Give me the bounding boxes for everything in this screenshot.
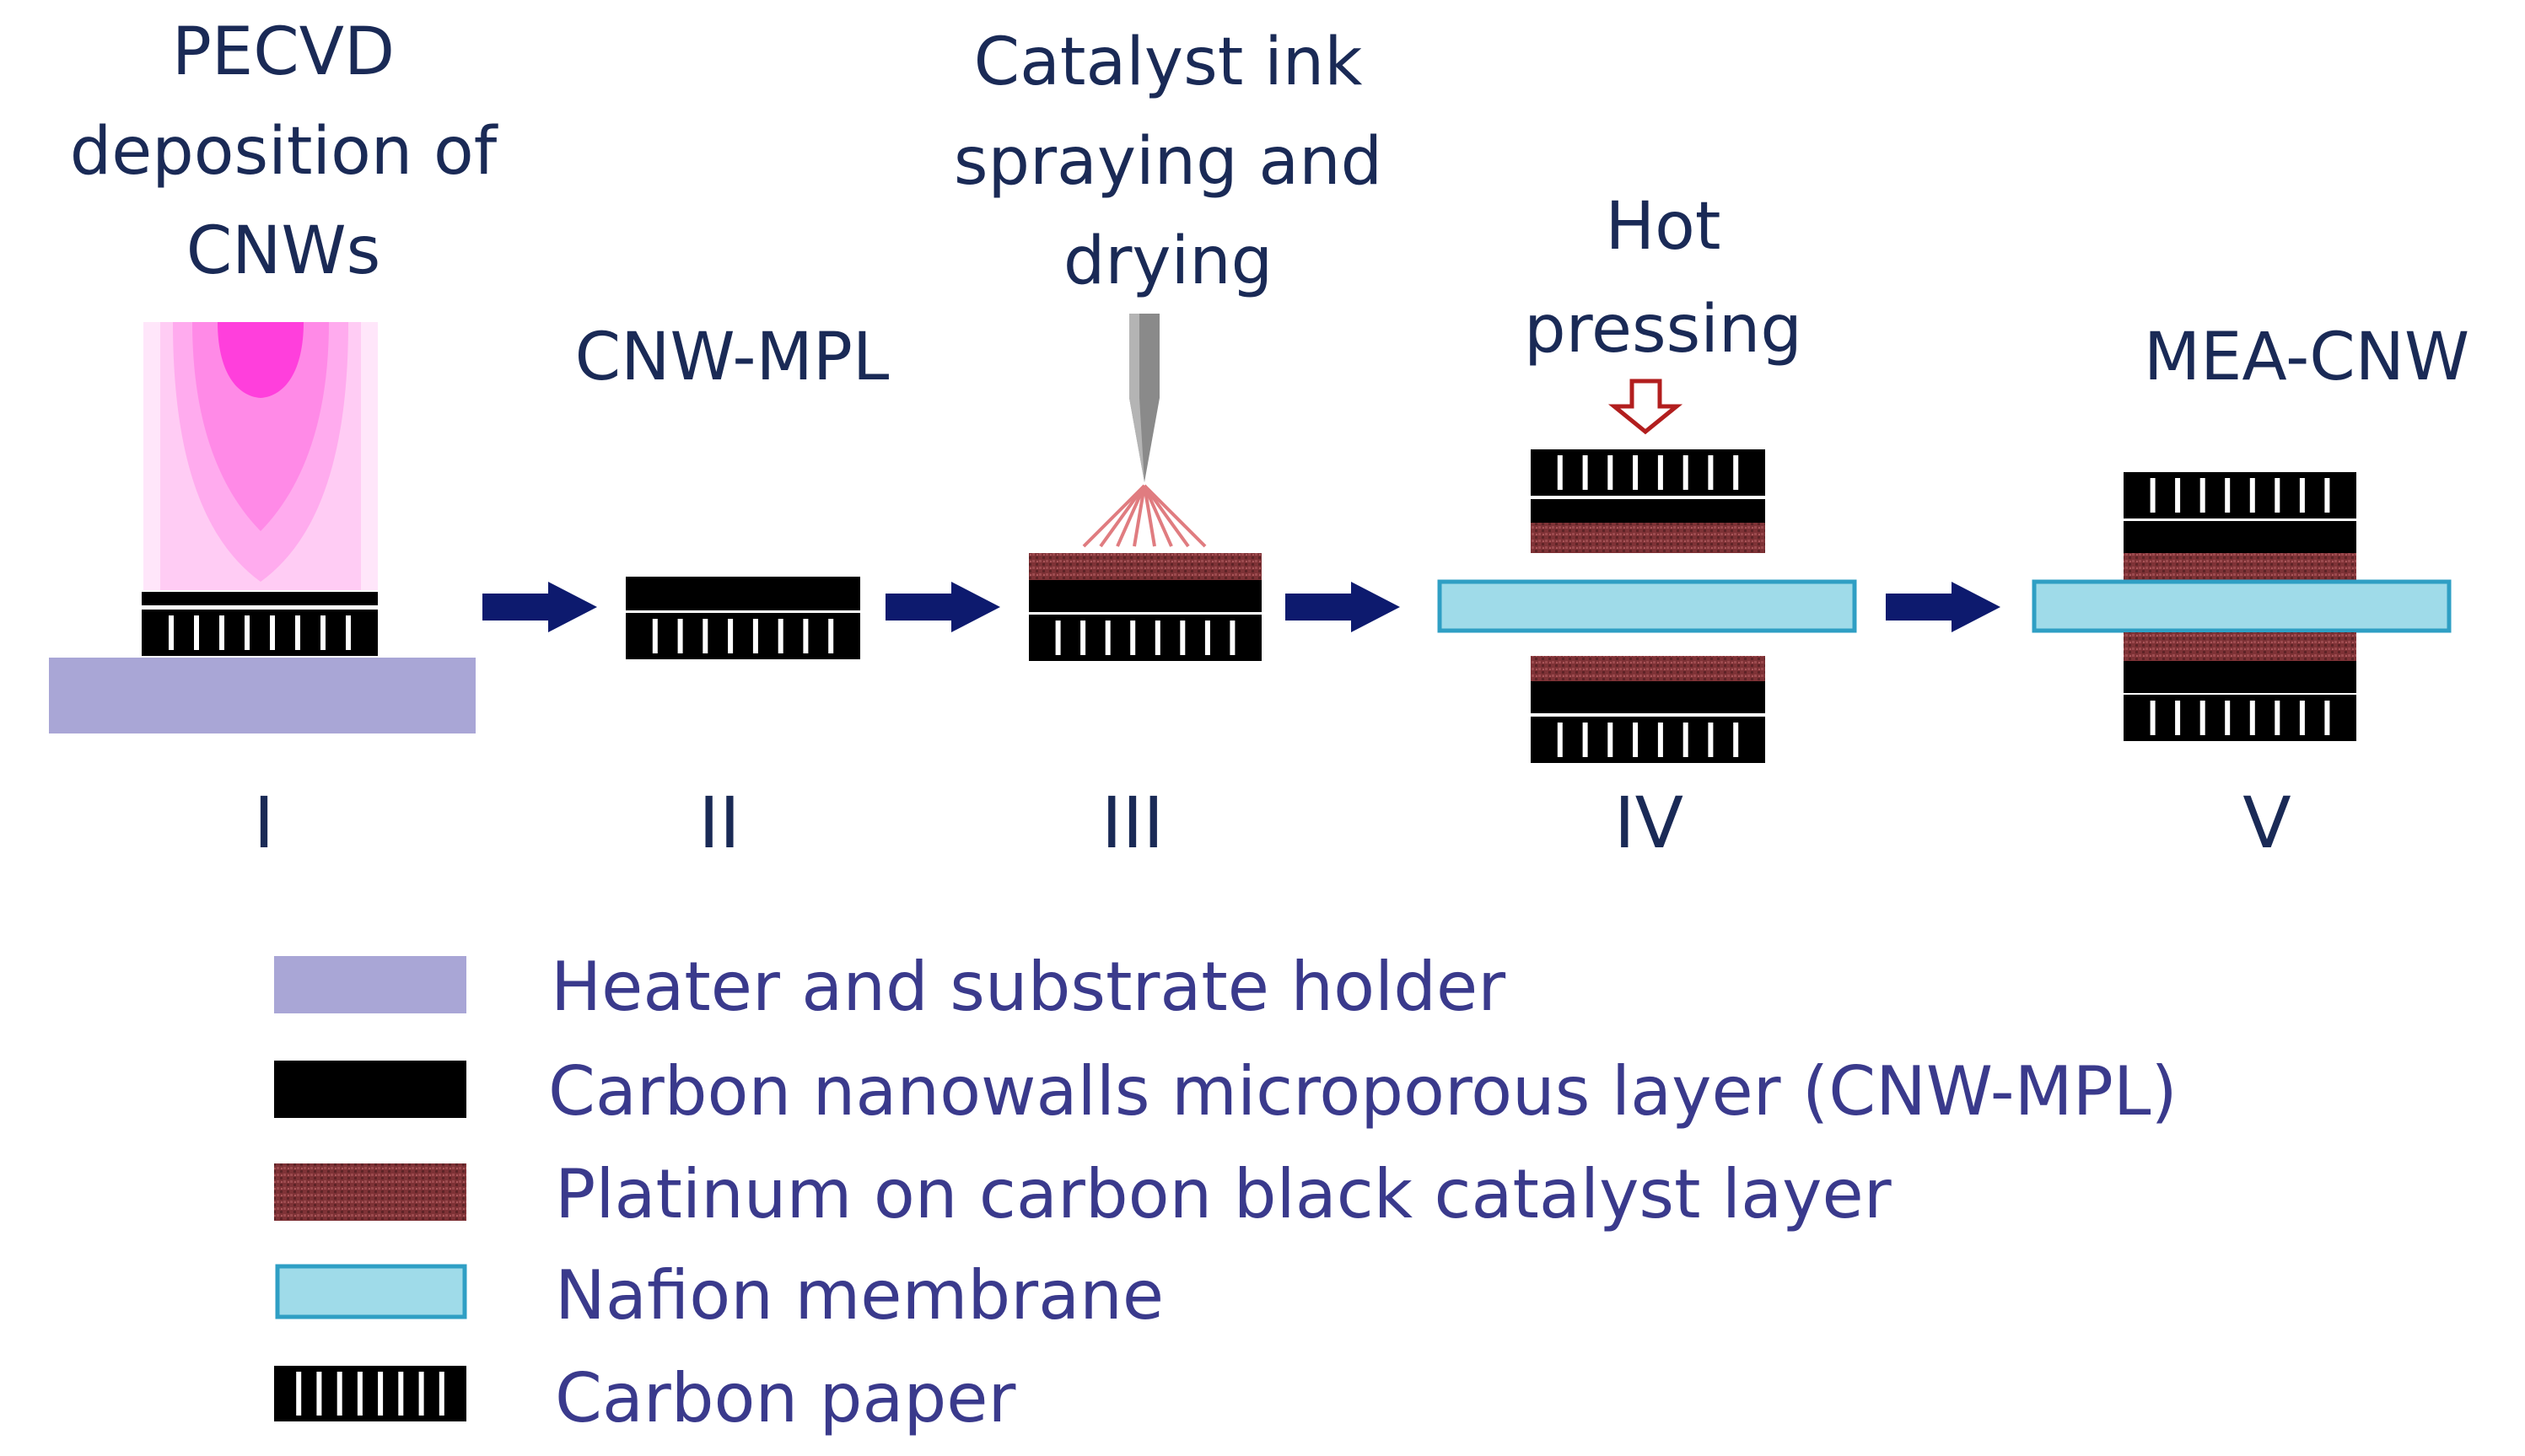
right-arrow-icon [1886, 582, 2000, 632]
step-title-3-line-3: drying [1063, 223, 1273, 299]
legend-swatch-paper [274, 1366, 466, 1421]
legend-swatch-heater [274, 956, 466, 1013]
step-title-5-line-1: MEA-CNW [2144, 320, 2469, 395]
legend-label-catalyst: Platinum on carbon black catalyst layer [555, 1155, 1892, 1233]
step-title-4-line-1: Hot [1606, 189, 1721, 265]
step-title-4-line-2: pressing [1524, 292, 1802, 368]
right-arrow-icon [886, 582, 1000, 632]
process-arrows [482, 582, 2000, 632]
nafion-membrane-step5 [2032, 579, 2452, 633]
step-5-mea-cnw [2032, 472, 2452, 741]
step-numeral-5: V [2242, 782, 2291, 864]
right-arrow-icon [1285, 582, 1400, 632]
carbon-paper [626, 613, 860, 659]
step-title-3-line-1: Catalyst ink [974, 24, 1363, 100]
carbon-paper [1531, 717, 1765, 763]
spray-lines [1082, 484, 1207, 548]
step-numeral-4: IV [1614, 782, 1683, 864]
step-numeral-3: III [1101, 782, 1164, 864]
plasma-glow-icon [143, 322, 378, 590]
step-title-1-line-3: CNWs [186, 213, 381, 289]
step-title-1-line-2: deposition of [70, 114, 498, 190]
legend-label-nafion: Nafion membrane [555, 1256, 1164, 1335]
spray-nozzle-icon [1129, 314, 1160, 482]
legend-swatch-mpl [274, 1061, 466, 1118]
carbon-paper [1029, 615, 1262, 661]
legend-swatch-nafion [275, 1264, 467, 1319]
carbon-paper [2124, 472, 2356, 518]
press-down-arrow-icon [1607, 379, 1683, 435]
cnw-mpl-on-paper-step1 [142, 592, 378, 656]
legend-swatch-catalyst [274, 1163, 466, 1221]
step-3-spraying [1029, 314, 1262, 661]
right-arrow-icon [482, 582, 597, 632]
nafion-membrane-step4 [1437, 579, 1857, 633]
step-1-pecvd [49, 322, 476, 733]
legend-label-mpl: Carbon nanowalls microporous layer (CNW-… [548, 1052, 2178, 1131]
legend-label-paper: Carbon paper [555, 1359, 1015, 1437]
step-2-cnw-mpl [626, 577, 860, 659]
step-title-1-line-1: PECVD [172, 14, 395, 90]
step-4-hot-pressing [1437, 379, 1857, 763]
carbon-paper [1531, 449, 1765, 496]
step-numeral-1: I [254, 782, 275, 864]
legend-label-heater: Heater and substrate holder [551, 948, 1505, 1026]
step-title-3-line-2: spraying and [954, 124, 1382, 200]
heater-substrate-holder [49, 658, 476, 733]
step-title-2-line-1: CNW-MPL [575, 320, 890, 395]
step-numeral-2: II [698, 782, 740, 864]
carbon-paper [274, 1366, 466, 1421]
carbon-paper [142, 610, 378, 656]
carbon-paper [2124, 695, 2356, 741]
